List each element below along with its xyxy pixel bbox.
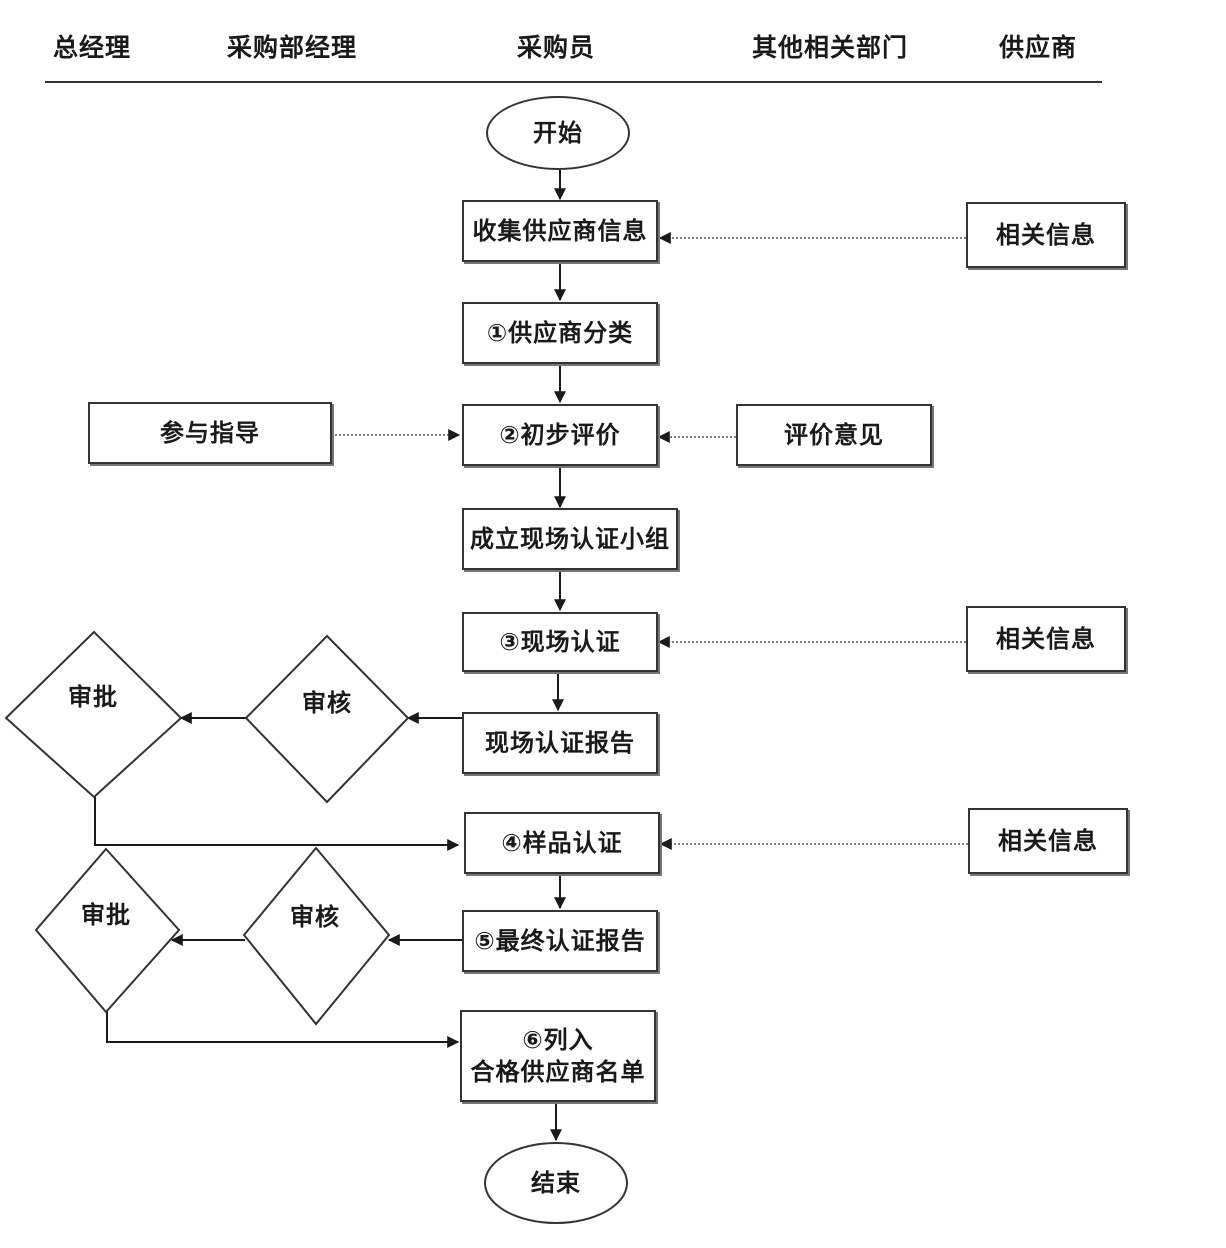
eval-opinion-box: 评价意见	[736, 404, 932, 466]
review-diamond-2	[242, 846, 391, 1026]
final-report-box: ⑤最终认证报告	[462, 910, 658, 972]
onsite-cert-box: ③现场认证	[462, 612, 658, 672]
approve-label-1: 审批	[68, 683, 118, 711]
supplier-info-box-1: 相关信息	[966, 202, 1126, 268]
collect-info-box: 收集供应商信息	[462, 200, 658, 262]
guidance-box: 参与指导	[88, 402, 332, 464]
supplier-info-box-3: 相关信息	[968, 808, 1128, 874]
lane-general-manager: 总经理	[52, 33, 131, 62]
onsite-report-box: 现场认证报告	[462, 712, 658, 774]
review-label-2: 审核	[290, 903, 340, 931]
start-node: 开始	[486, 96, 630, 170]
end-node: 结束	[484, 1142, 628, 1224]
sample-cert-box: ④样品认证	[464, 812, 660, 874]
lane-purchaser: 采购员	[516, 33, 595, 62]
approve-label-2: 审批	[81, 901, 131, 929]
classify-box: ①供应商分类	[462, 302, 658, 364]
approve-diamond-1	[4, 630, 183, 799]
arrow-approve2-to-list	[106, 1010, 460, 1048]
lane-supplier: 供应商	[998, 33, 1077, 62]
supplier-info-box-2: 相关信息	[966, 606, 1126, 672]
review-diamond-1	[244, 634, 410, 804]
lane-other-departments: 其他相关部门	[751, 33, 908, 62]
initial-eval-box: ②初步评价	[462, 404, 658, 466]
approve-diamond-2	[34, 847, 181, 1014]
qualified-list-line2: 合格供应商名单	[470, 1058, 646, 1086]
lane-purchasing-manager: 采购部经理	[226, 33, 357, 62]
review-label-1: 审核	[302, 689, 352, 717]
qualified-list-box: ⑥列入 合格供应商名单	[460, 1010, 656, 1102]
qualified-list-line1: ⑥列入	[522, 1026, 594, 1054]
arrow-approve1-to-sample	[94, 788, 460, 851]
form-team-box: 成立现场认证小组	[462, 508, 678, 570]
